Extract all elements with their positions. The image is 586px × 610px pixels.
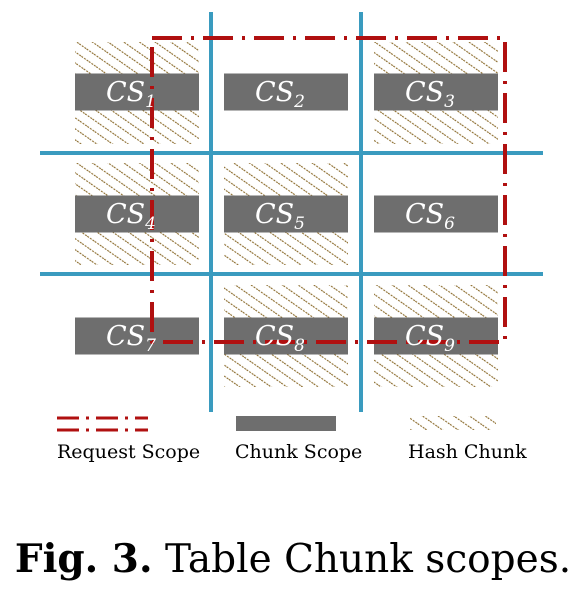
figure-caption-text: Table Chunk scopes. [164,537,572,582]
chunk-scope-3 [374,73,498,111]
chunk-scope-4 [75,195,199,233]
chunk-scope-2 [224,73,348,111]
request-scope-boundary [150,36,507,344]
legend-request-scope-swatch [57,416,148,432]
chunk-scope-7 [75,317,199,355]
chunk-scope-label-4: CS4 [106,199,156,234]
figure-caption: Fig. 3. Table Chunk scopes. [0,536,586,582]
chunk-scope-label-2: CS2 [255,77,305,112]
chunk-scope-label-1: CS1 [106,77,156,112]
chunk-scope-label-9: CS9 [405,321,455,356]
chunk-scope-label-3: CS3 [405,77,455,112]
legend-request-scope-label: Request Scope [57,441,200,463]
chunk-scope-6 [374,195,498,233]
chunk-scope-label-6: CS6 [405,199,455,234]
legend: Request Scope Chunk Scope Hash Chunk [57,416,527,463]
figure-caption-label: Fig. 3. [14,536,153,582]
grid-lines [40,12,543,412]
legend-chunk-scope-swatch [236,416,336,431]
legend-hash-chunk-swatch [410,416,496,430]
chunk-scope-layer [75,73,498,355]
chunk-scope-label-8: CS8 [255,321,305,356]
chunk-scope-8 [224,317,348,355]
chunk-scope-label-7: CS7 [106,321,156,356]
legend-chunk-scope-label: Chunk Scope [235,441,362,463]
chunk-scope-9 [374,317,498,355]
chunk-scope-1 [75,73,199,111]
legend-hash-chunk-label: Hash Chunk [408,441,527,463]
chunk-scope-5 [224,195,348,233]
chunk-scope-label-5: CS5 [255,199,305,234]
